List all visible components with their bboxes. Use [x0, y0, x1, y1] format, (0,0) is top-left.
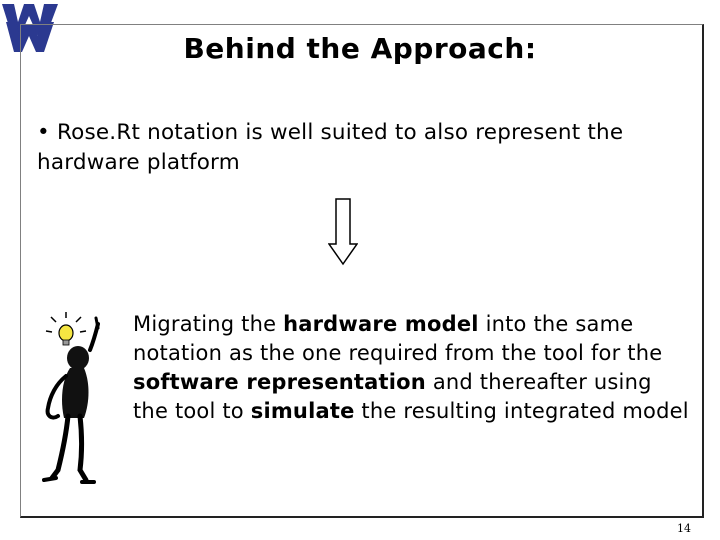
bullet-marker: •: [37, 120, 50, 145]
page-number: 14: [677, 522, 691, 535]
emphasis-software-representation: software representation: [133, 370, 426, 394]
slide-title: Behind the Approach:: [183, 32, 537, 65]
body-paragraph: Migrating the hardware model into the sa…: [133, 312, 689, 423]
light-bulb-icon: [45, 312, 87, 346]
idea-figure-icon: [42, 312, 100, 484]
wv-logo-icon: [2, 4, 58, 52]
bullet-point: • Rose.Rt notation is well suited to als…: [37, 118, 677, 178]
down-arrow-icon: [328, 198, 358, 266]
emphasis-hardware-model: hardware model: [283, 312, 479, 336]
emphasis-simulate: simulate: [250, 399, 355, 423]
bullet-text: Rose.Rt notation is well suited to also …: [37, 120, 624, 175]
slide-frame: [20, 24, 704, 518]
